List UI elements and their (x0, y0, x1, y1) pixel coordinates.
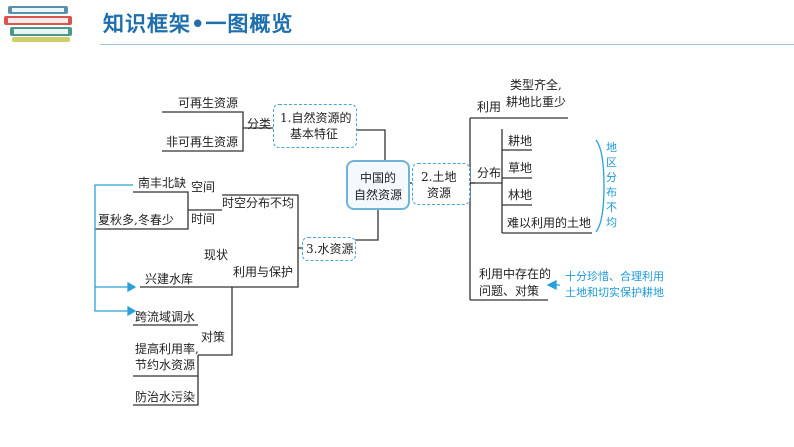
center-line1: 中国的 (360, 171, 397, 185)
leaf-unusable-land: 难以利用的土地 (507, 216, 592, 230)
time-label: 时间 (191, 212, 216, 226)
leaf-pollution: 防治水污染 (135, 390, 196, 404)
distribution-label: 分布 (477, 166, 502, 180)
branch2-line1: 2.土地 (421, 170, 457, 184)
leaf-grassland: 草地 (508, 161, 533, 175)
protection-label: 利用与保护 (233, 265, 294, 279)
center-node: 中国的 自然资源 (346, 160, 410, 210)
problems-note-line1: 十分珍惜、合理利用 (565, 270, 664, 283)
leaf-water-transfer: 跨流域调水 (135, 310, 196, 324)
space-leaf: 南丰北缺 (138, 176, 187, 190)
branch3-box: 3.水资源 (302, 237, 356, 261)
space-label: 空间 (191, 180, 216, 194)
uneven-distribution-note: 地区分布不均 (606, 141, 617, 229)
leaf-forestland: 林地 (508, 188, 533, 202)
problems-note-line2: 土地和切实保护耕地 (565, 286, 664, 299)
leaf-nonrenewable: 非可再生资源 (166, 135, 239, 149)
status-label: 现状 (204, 248, 229, 262)
branch2-box: 2.土地 资源 (412, 163, 470, 205)
branch2-line2: 资源 (427, 186, 452, 200)
leaf-reservoir: 兴建水库 (145, 272, 194, 286)
leaf-efficiency-line1: 提高利用率, (135, 342, 199, 356)
page-title: 知识框架•一图概览 (103, 12, 294, 36)
header-divider (100, 44, 794, 45)
classify-label: 分类 (247, 117, 272, 131)
leaf-cropland: 耕地 (508, 134, 533, 148)
books-stack-icon (2, 2, 82, 44)
leaf-efficiency-line2: 节约水资源 (135, 358, 196, 372)
branch3-label: 3.水资源 (306, 242, 354, 256)
measures-label: 对策 (201, 330, 226, 344)
time-leaf: 夏秋多,冬春少 (98, 213, 174, 227)
branch1-line2: 基本特征 (290, 127, 339, 141)
problems-line1: 利用中存在的 (479, 267, 552, 281)
center-line2: 自然资源 (354, 188, 403, 202)
leaf-renewable: 可再生资源 (178, 96, 239, 110)
branch1-line1: 1.自然资源的 (280, 111, 352, 125)
problems-line2: 问题、对策 (479, 284, 540, 298)
branch1-box: 1.自然资源的 基本特征 (273, 104, 357, 148)
use-leaf-line2: 耕地比重少 (506, 95, 567, 109)
use-label: 利用 (477, 100, 502, 114)
use-leaf-line1: 类型齐全, (510, 78, 562, 92)
uneven-label: 时空分布不均 (222, 196, 295, 210)
